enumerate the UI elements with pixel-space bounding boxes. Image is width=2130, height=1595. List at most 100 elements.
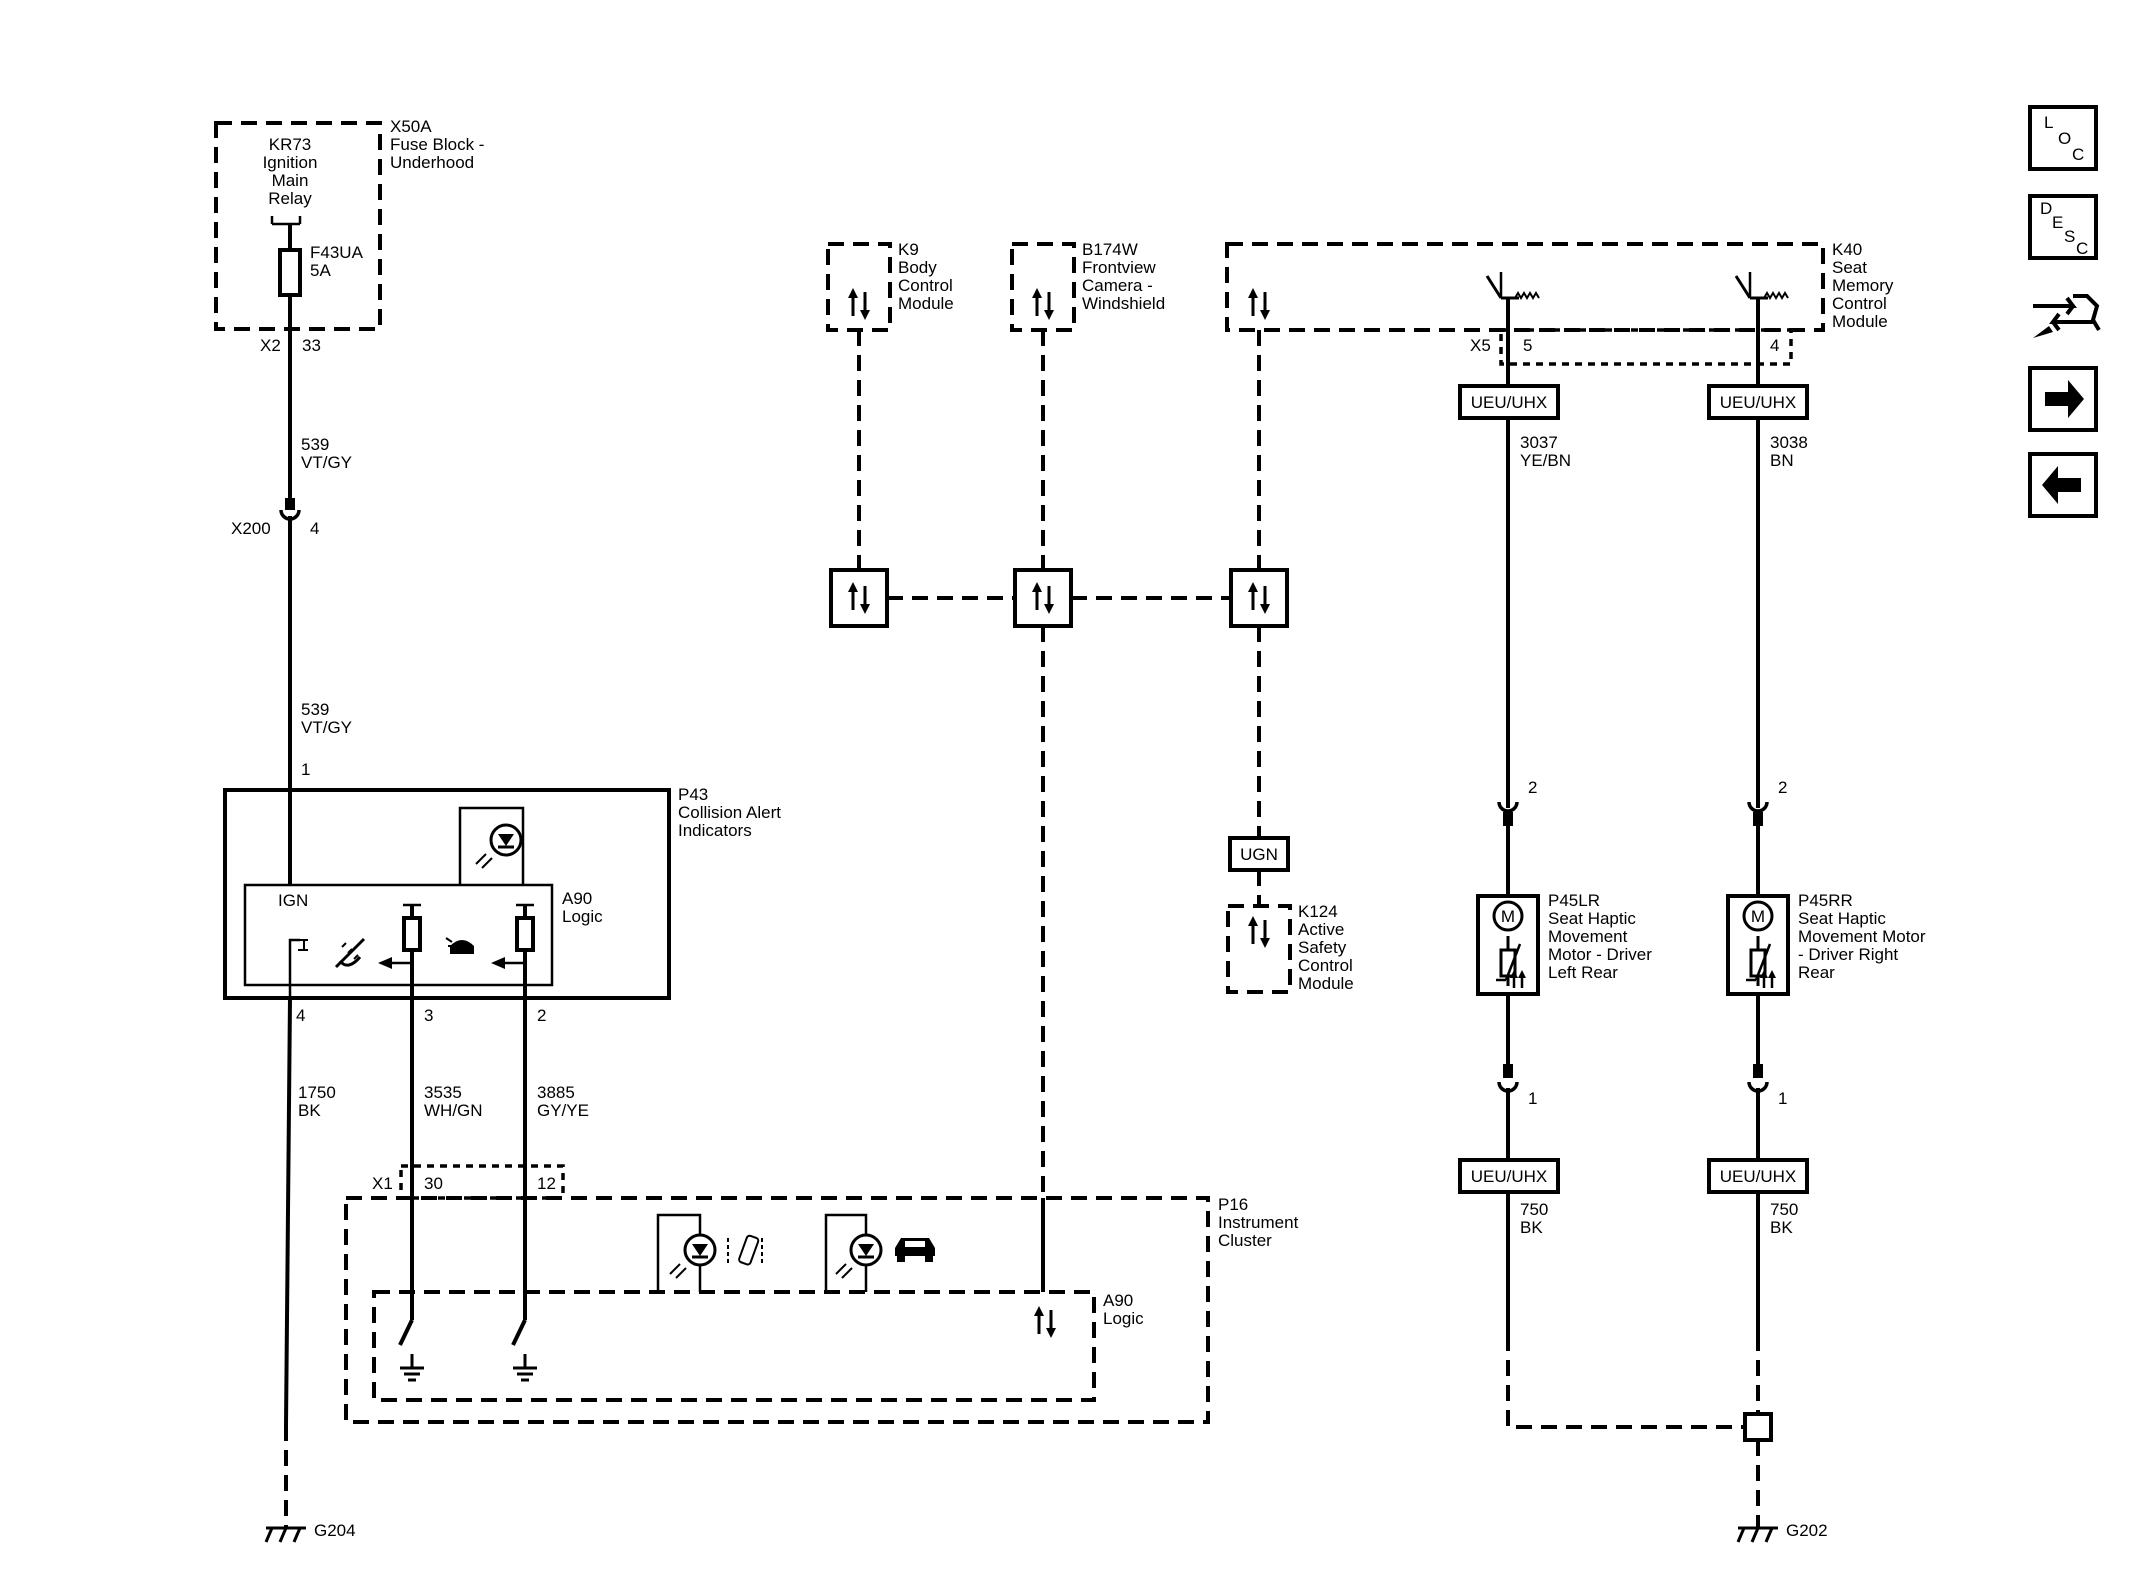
svg-text:Body: Body bbox=[898, 258, 937, 277]
svg-text:5A: 5A bbox=[310, 261, 331, 280]
svg-text:BN: BN bbox=[1770, 451, 1794, 470]
svg-text:Control: Control bbox=[1298, 956, 1353, 975]
svg-text:Camera -: Camera - bbox=[1082, 276, 1153, 295]
svg-text:A90: A90 bbox=[562, 889, 592, 908]
svg-text:WH/GN: WH/GN bbox=[424, 1101, 483, 1120]
led-icon bbox=[834, 1233, 883, 1280]
svg-text:K9: K9 bbox=[898, 240, 919, 259]
svg-text:Cluster: Cluster bbox=[1218, 1231, 1272, 1250]
svg-text:BK: BK bbox=[1770, 1218, 1793, 1237]
option-ueu-uhx-1: UEU/UHX bbox=[1458, 384, 1560, 420]
svg-text:UEU/UHX: UEU/UHX bbox=[1720, 1167, 1797, 1186]
svg-text:- Driver Right: - Driver Right bbox=[1798, 945, 1898, 964]
serial-data-icon bbox=[1034, 1306, 1056, 1338]
vehicle-ahead-icon bbox=[445, 937, 474, 954]
svg-text:Seat Haptic: Seat Haptic bbox=[1548, 909, 1636, 928]
svg-text:33: 33 bbox=[302, 336, 321, 355]
svg-text:KR73: KR73 bbox=[269, 135, 312, 154]
x50a-name: X50A bbox=[390, 117, 432, 136]
svg-text:Logic: Logic bbox=[1103, 1309, 1144, 1328]
svg-text:YE/BN: YE/BN bbox=[1520, 451, 1571, 470]
ground-g204-icon bbox=[264, 1526, 308, 1544]
svg-text:539: 539 bbox=[301, 700, 329, 719]
k40-seat-memory-control-module: K40 Seat Memory Control Module X5 5 4 bbox=[1225, 240, 1894, 366]
svg-text:Control: Control bbox=[1832, 294, 1887, 313]
svg-text:750: 750 bbox=[1520, 1200, 1548, 1219]
svg-text:Logic: Logic bbox=[562, 907, 603, 926]
svg-text:Instrument: Instrument bbox=[1218, 1213, 1299, 1232]
svg-text:Relay: Relay bbox=[268, 189, 312, 208]
svg-text:L: L bbox=[2044, 113, 2053, 132]
svg-text:K124: K124 bbox=[1298, 902, 1338, 921]
svg-text:VT/GY: VT/GY bbox=[301, 718, 352, 737]
svg-text:Indicators: Indicators bbox=[678, 821, 752, 840]
svg-text:4: 4 bbox=[1770, 336, 1779, 355]
svg-text:Main: Main bbox=[272, 171, 309, 190]
x200-label: X200 bbox=[231, 519, 271, 538]
svg-text:4: 4 bbox=[296, 1006, 305, 1025]
svg-text:Seat: Seat bbox=[1832, 258, 1867, 277]
svg-text:2: 2 bbox=[537, 1006, 546, 1025]
arrow-right-icon bbox=[2045, 380, 2084, 418]
svg-text:Windshield: Windshield bbox=[1082, 294, 1165, 313]
svg-text:1: 1 bbox=[1528, 1089, 1537, 1108]
svg-text:30: 30 bbox=[424, 1174, 443, 1193]
location-button[interactable]: L O C bbox=[2028, 105, 2098, 171]
ground-icon bbox=[398, 1352, 426, 1382]
svg-text:539: 539 bbox=[301, 435, 329, 454]
svg-text:BK: BK bbox=[1520, 1218, 1543, 1237]
ground-g202-icon bbox=[1736, 1526, 1780, 1544]
svg-text:3885: 3885 bbox=[537, 1083, 575, 1102]
svg-text:Memory: Memory bbox=[1832, 276, 1894, 295]
service-tool-button[interactable] bbox=[2033, 294, 2101, 338]
splice-pack-2 bbox=[1013, 568, 1073, 628]
switch-icon bbox=[1734, 274, 1790, 300]
car-icon bbox=[895, 1238, 935, 1262]
b174w-frontview-camera: B174W Frontview Camera - Windshield bbox=[1010, 240, 1165, 332]
svg-text:Active: Active bbox=[1298, 920, 1344, 939]
description-button[interactable]: D E S C bbox=[2028, 194, 2098, 260]
svg-text:E: E bbox=[2052, 213, 2063, 232]
option-ugn: UGN bbox=[1228, 836, 1290, 872]
svg-text:X1: X1 bbox=[372, 1174, 393, 1193]
svg-text:Seat Haptic: Seat Haptic bbox=[1798, 909, 1886, 928]
ground-icon bbox=[511, 1352, 539, 1382]
svg-text:P43: P43 bbox=[678, 785, 708, 804]
k9-body-control-module: K9 Body Control Module bbox=[826, 240, 954, 332]
svg-text:P16: P16 bbox=[1218, 1195, 1248, 1214]
splice-ground bbox=[1743, 1412, 1773, 1442]
seatbelt-pedestrian-icon bbox=[727, 1234, 763, 1266]
next-page-button[interactable] bbox=[2028, 366, 2098, 432]
svg-text:Collision Alert: Collision Alert bbox=[678, 803, 781, 822]
svg-text:Module: Module bbox=[1832, 312, 1888, 331]
svg-text:C: C bbox=[2072, 145, 2084, 164]
svg-text:3: 3 bbox=[424, 1006, 433, 1025]
k124-active-safety-control-module: K124 Active Safety Control Module bbox=[1226, 902, 1354, 994]
svg-text:Movement Motor: Movement Motor bbox=[1798, 927, 1926, 946]
option-ueu-uhx-3: UEU/UHX bbox=[1458, 1158, 1560, 1194]
svg-text:Safety: Safety bbox=[1298, 938, 1347, 957]
p16-instrument-cluster: X1 30 12 P16 Instrument Cluster A90 Logi… bbox=[344, 1164, 1299, 1424]
svg-text:Frontview: Frontview bbox=[1082, 258, 1156, 277]
svg-text:UEU/UHX: UEU/UHX bbox=[1471, 1167, 1548, 1186]
svg-text:C: C bbox=[2076, 239, 2088, 258]
previous-page-button[interactable] bbox=[2028, 452, 2098, 518]
svg-text:IGN: IGN bbox=[278, 891, 308, 910]
svg-text:BK: BK bbox=[298, 1101, 321, 1120]
led-icon bbox=[474, 823, 523, 870]
svg-text:UEU/UHX: UEU/UHX bbox=[1720, 393, 1797, 412]
svg-text:A90: A90 bbox=[1103, 1291, 1133, 1310]
svg-text:1: 1 bbox=[1778, 1089, 1787, 1108]
svg-text:750: 750 bbox=[1770, 1200, 1798, 1219]
svg-text:12: 12 bbox=[537, 1174, 556, 1193]
splice-pack-3 bbox=[1229, 568, 1289, 628]
led-icon bbox=[668, 1233, 717, 1280]
svg-text:GY/YE: GY/YE bbox=[537, 1101, 589, 1120]
svg-text:VT/GY: VT/GY bbox=[301, 453, 352, 472]
svg-text:Fuse Block -: Fuse Block - bbox=[390, 135, 484, 154]
svg-text:Module: Module bbox=[898, 294, 954, 313]
svg-text:S: S bbox=[2064, 227, 2075, 246]
svg-text:Motor - Driver: Motor - Driver bbox=[1548, 945, 1652, 964]
svg-text:Rear: Rear bbox=[1798, 963, 1835, 982]
switch-icon bbox=[1485, 274, 1541, 300]
